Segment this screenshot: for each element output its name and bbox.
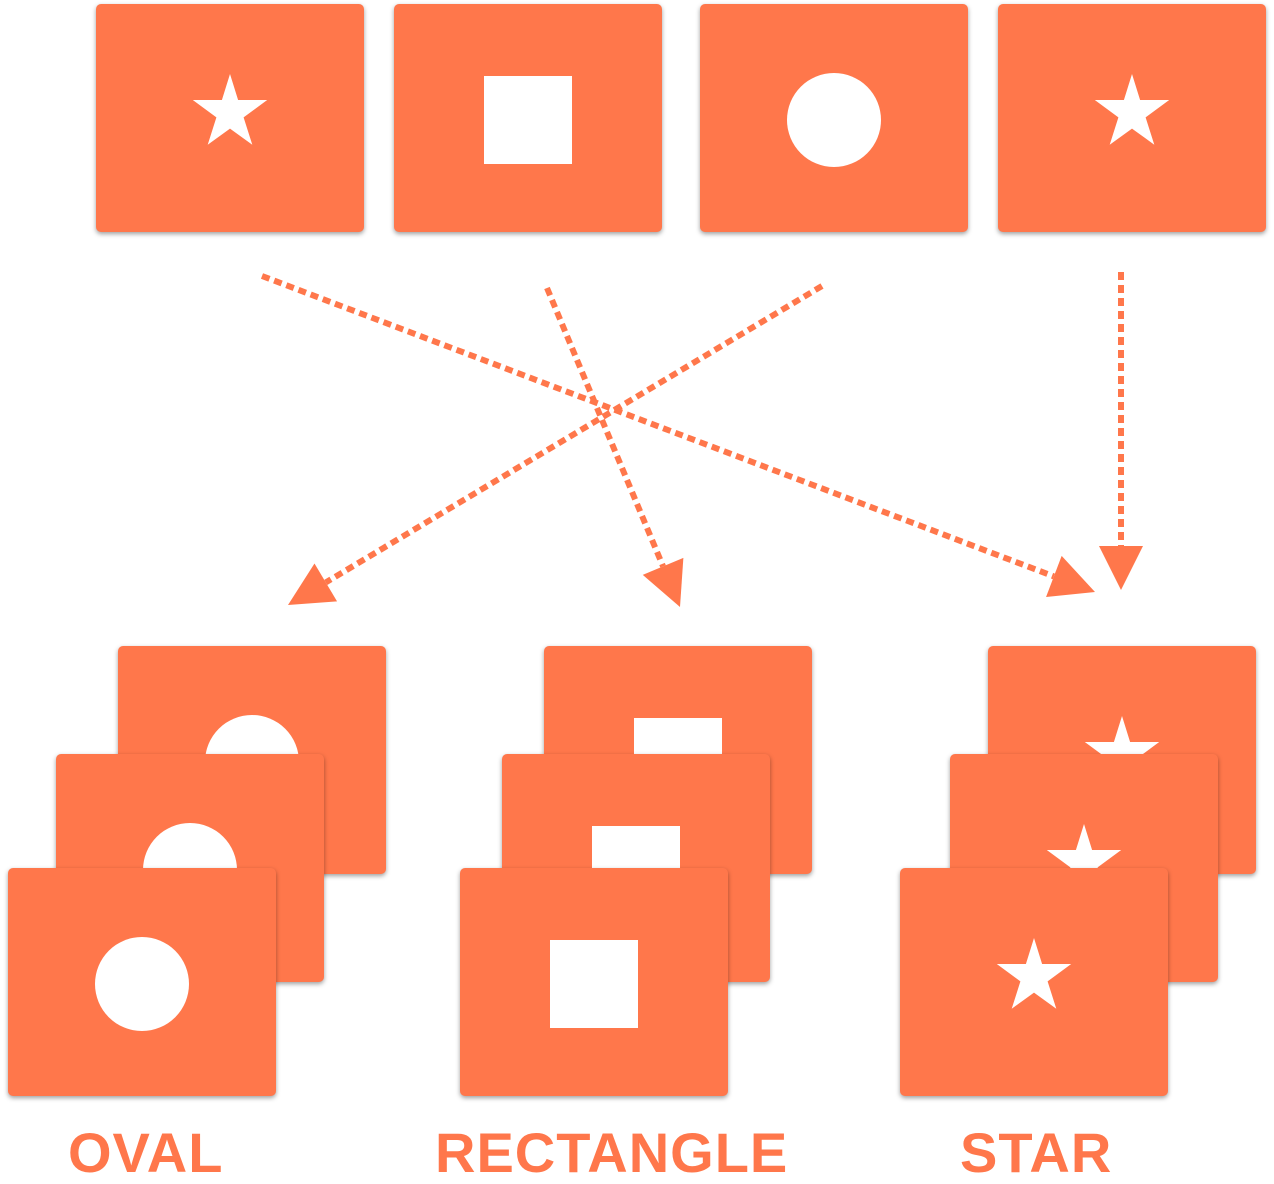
source-card-3: [700, 4, 968, 232]
group-label-rectangle: RECTANGLE: [435, 1121, 789, 1184]
circle-shape-icon: [95, 937, 189, 1031]
star-shape-icon: [1046, 824, 1122, 895]
circle-shape-icon: [787, 73, 881, 167]
star-shape-icon: [1084, 716, 1160, 787]
group-label-star: STAR: [960, 1121, 1113, 1184]
group-star-card-3: [900, 868, 1168, 1096]
arrow-head-icon: [288, 563, 338, 605]
square-shape-icon: [550, 940, 638, 1028]
star-shape-icon: [192, 74, 268, 145]
arrow-line-3: [324, 283, 824, 586]
arrow-line-2: [544, 286, 666, 568]
star-shape-icon: [996, 938, 1072, 1009]
source-card-2: [394, 4, 662, 232]
group-label-oval: OVAL: [68, 1121, 224, 1184]
arrow-head-icon: [642, 557, 684, 607]
arrow-head-icon: [1099, 546, 1143, 590]
star-shape-icon: [1094, 74, 1170, 145]
group-oval-card-3: [8, 868, 276, 1096]
source-card-4: [998, 4, 1266, 232]
arrow-head-icon: [1046, 555, 1095, 597]
source-card-1: [96, 4, 364, 232]
arrow-line-1: [260, 273, 1055, 580]
group-rectangle-card-3: [460, 868, 728, 1096]
square-shape-icon: [484, 76, 572, 164]
